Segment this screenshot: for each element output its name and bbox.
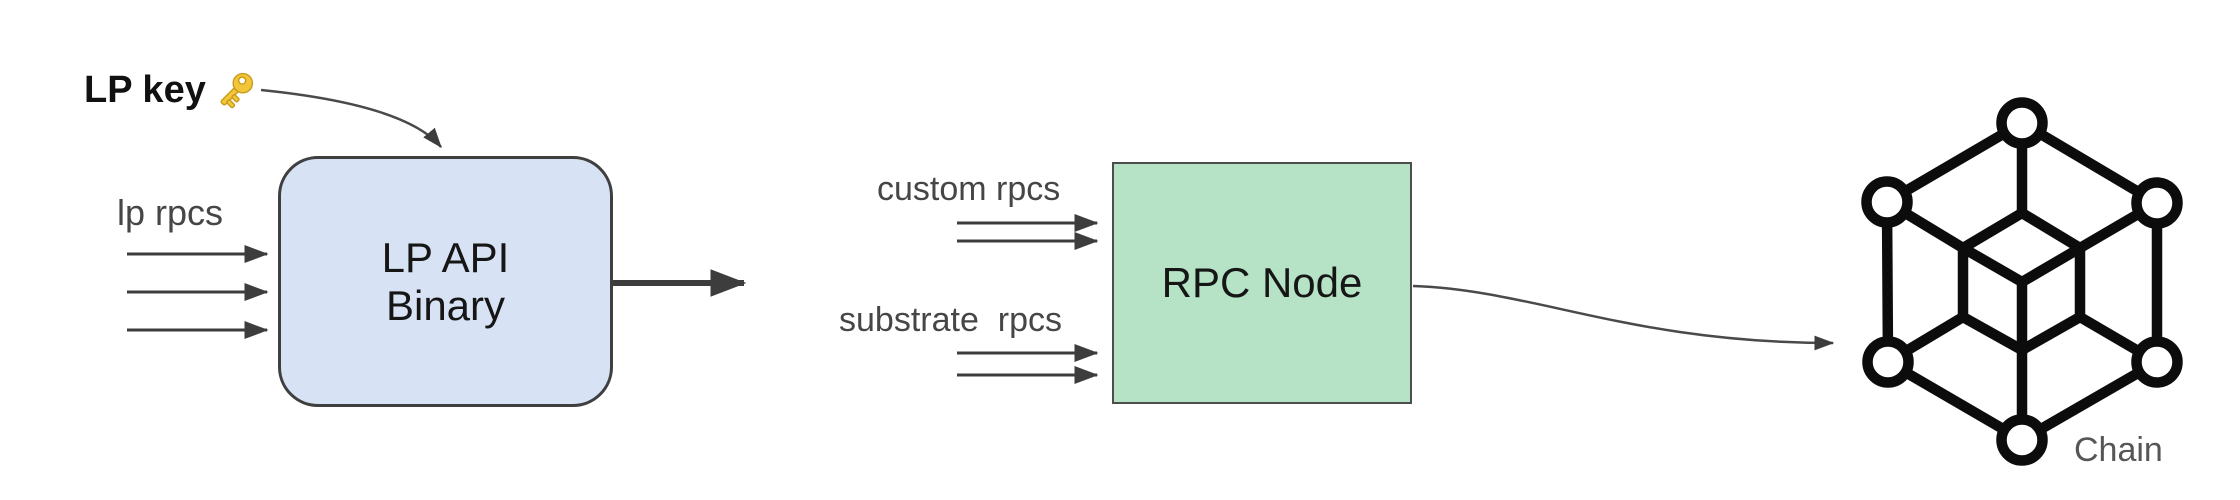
custom-rpcs-arrows	[957, 214, 1099, 250]
lp-rpcs-label: lp rpcs	[117, 192, 224, 233]
rpc-node: RPC Node	[1112, 162, 1412, 404]
lp-key-curved-arrow	[260, 88, 442, 148]
chain-label: Chain	[2074, 431, 2163, 469]
key-icon	[220, 72, 253, 109]
substrate-rpcs-arrows	[957, 344, 1099, 384]
lp-rpcs-arrows	[127, 245, 269, 339]
lp-api-binary-line2: Binary	[385, 281, 506, 329]
lp-api-binary-line1: LP API	[381, 233, 510, 281]
lp-key-label: LP key	[84, 68, 258, 112]
rpc-node-to-chain-arrow	[1412, 284, 1835, 351]
lp-api-binary-node: LP API Binary	[278, 156, 613, 407]
custom-rpcs-label: custom rpcs	[877, 170, 1061, 208]
rpc-node-label: RPC Node	[1161, 259, 1363, 306]
chain-icon	[1861, 97, 2183, 466]
lp-key-text: LP key	[84, 68, 206, 111]
substrate-rpcs-label: substrate rpcs	[839, 301, 1062, 339]
